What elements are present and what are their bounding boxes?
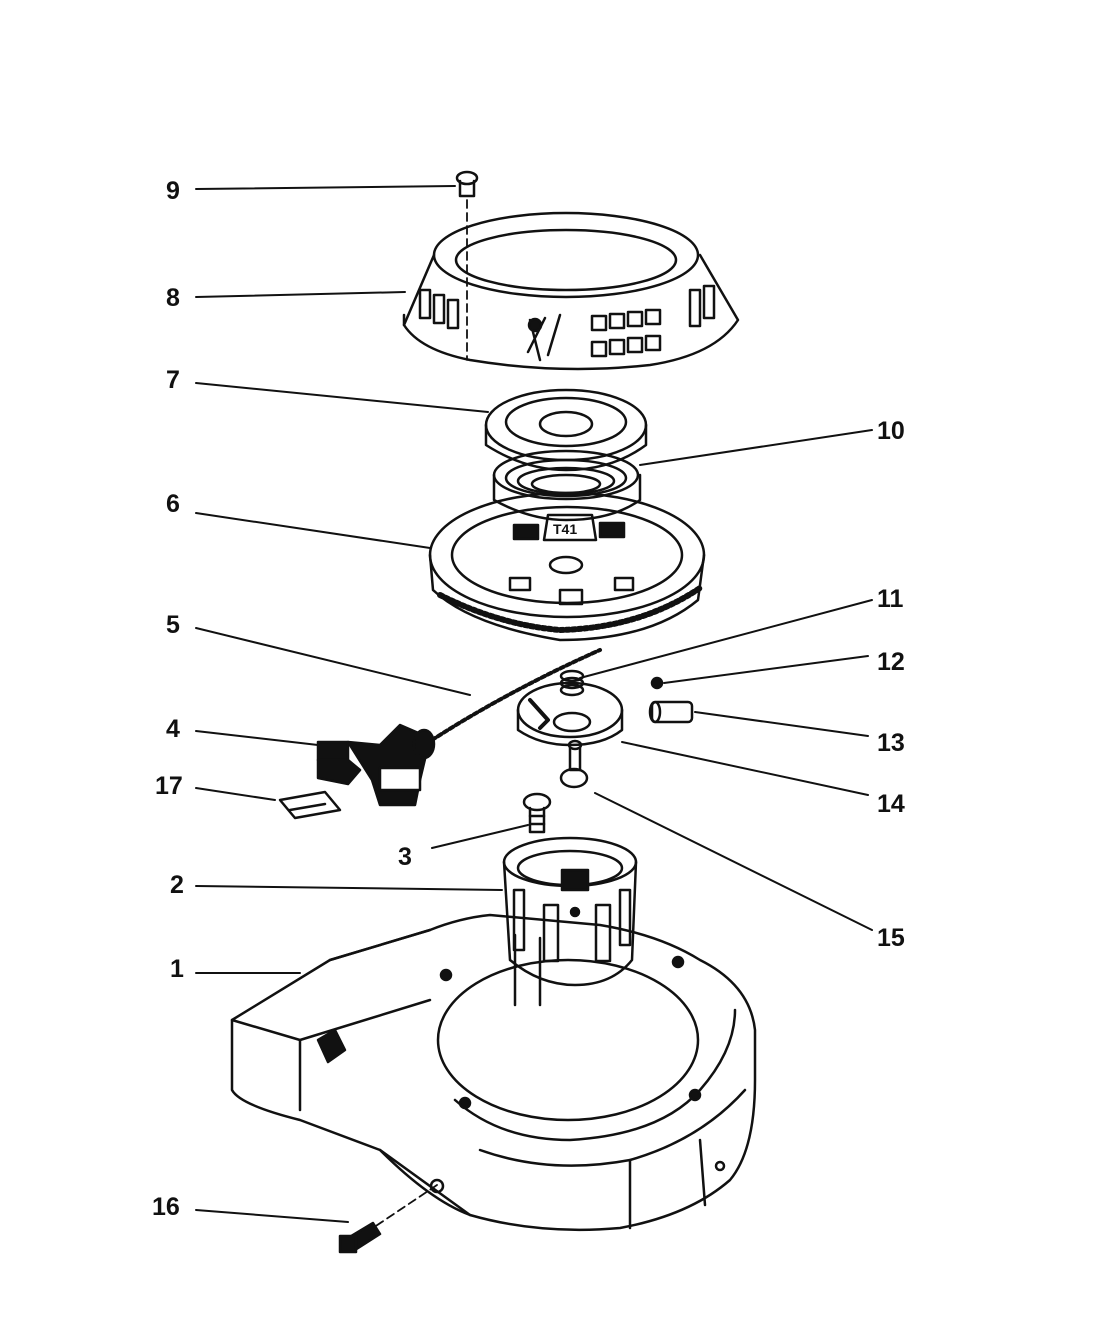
part-4-handle: [316, 723, 436, 807]
leader-4: [195, 730, 319, 746]
leader-lines: [195, 185, 873, 1223]
callout-5: 5: [166, 611, 180, 639]
callout-17: 17: [155, 772, 183, 800]
leader-13: [694, 711, 869, 737]
leader-10: [639, 429, 873, 466]
callout-11: 11: [877, 585, 904, 613]
leader-14: [621, 741, 869, 796]
callout-16: 16: [152, 1193, 180, 1221]
part-9-screw: [455, 170, 479, 361]
callout-14: 14: [877, 790, 905, 818]
part-13-pin: [648, 700, 694, 724]
part-15-screw: [559, 739, 589, 789]
leader-9: [195, 185, 456, 190]
part-11-spring: [559, 669, 585, 697]
callout-15: 15: [877, 924, 905, 952]
leader-7: [195, 382, 489, 413]
callout-2: 2: [170, 871, 184, 899]
leader-17: [195, 787, 276, 801]
part-1-blower-housing: [230, 913, 757, 1232]
part-8-starter-cover: [402, 211, 740, 371]
leader-5: [195, 627, 471, 696]
part-17-insert: [278, 790, 342, 820]
callout-13: 13: [877, 729, 905, 757]
callout-4: 4: [166, 715, 180, 743]
callout-3: 3: [398, 843, 412, 871]
leader-8: [195, 291, 406, 298]
part-14-ratchet: [516, 681, 624, 747]
part-7-spring-cover: [484, 388, 648, 472]
part-2-starter-cup: [502, 836, 638, 987]
part-16-bolt: [338, 1184, 438, 1254]
leader-6: [195, 512, 431, 549]
leader-15: [594, 792, 873, 931]
callout-9: 9: [166, 177, 180, 205]
leader-12: [663, 655, 869, 684]
callout-8: 8: [166, 284, 180, 312]
callout-12: 12: [877, 648, 905, 676]
callout-10: 10: [877, 417, 905, 445]
leader-2: [195, 885, 503, 891]
part-5-starter-rope: [430, 648, 602, 742]
part-3-screw: [522, 792, 552, 834]
callout-6: 6: [166, 490, 180, 518]
part-6-reel: T41: [428, 491, 706, 642]
leader-3: [431, 824, 529, 849]
part-12-clip: [650, 676, 664, 690]
callout-7: 7: [166, 366, 180, 394]
leader-11: [579, 599, 873, 679]
svg-text:T41: T41: [553, 521, 577, 537]
part-10-recoil-spring: [492, 449, 642, 522]
leader-16: [195, 1209, 349, 1223]
callout-1: 1: [170, 955, 184, 983]
